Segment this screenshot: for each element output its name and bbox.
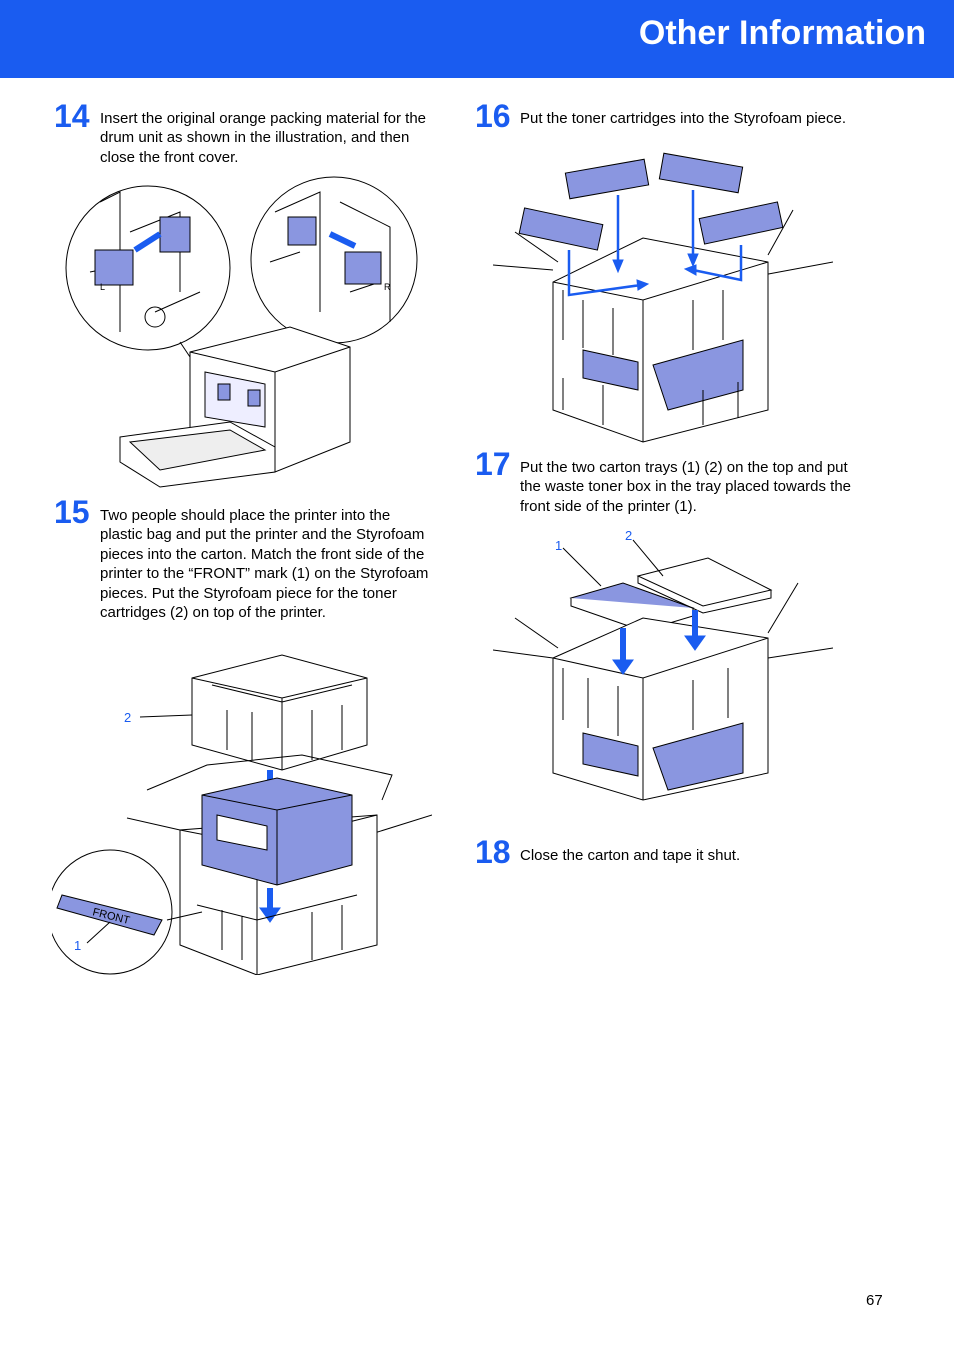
step-text-17: Put the two carton trays (1) (2) on the …	[520, 459, 852, 515]
step-text-15: Two people should place the printer into…	[100, 507, 429, 622]
step-number-14: 14	[54, 98, 90, 134]
callout-2: 2	[625, 528, 632, 543]
figure-drum-packing: L R	[65, 176, 418, 488]
callout-1: 1	[555, 538, 562, 553]
step-number-15: 15	[54, 494, 90, 530]
step-text-18: Close the carton and tape it shut.	[520, 847, 741, 864]
tab-label-left: L	[100, 282, 105, 292]
figure-toner-styrofoam	[493, 152, 833, 443]
figure-printer-carton: FRONT 2 1	[52, 654, 432, 975]
step-number-18: 18	[475, 834, 511, 870]
step-text-16: Put the toner cartridges into the Styrof…	[520, 110, 847, 127]
step-number-17: 17	[475, 446, 511, 482]
tab-label-right: R	[384, 282, 391, 292]
page-title: Other Information	[638, 14, 926, 52]
page-header: Other Information	[0, 0, 954, 78]
page-number: 67	[866, 1292, 883, 1309]
figure-carton-trays: 1 2	[493, 528, 833, 801]
callout-2: 2	[124, 710, 131, 725]
step-text-14: Insert the original orange packing mater…	[100, 110, 427, 166]
callout-1: 1	[74, 938, 81, 953]
step-number-16: 16	[475, 98, 511, 134]
